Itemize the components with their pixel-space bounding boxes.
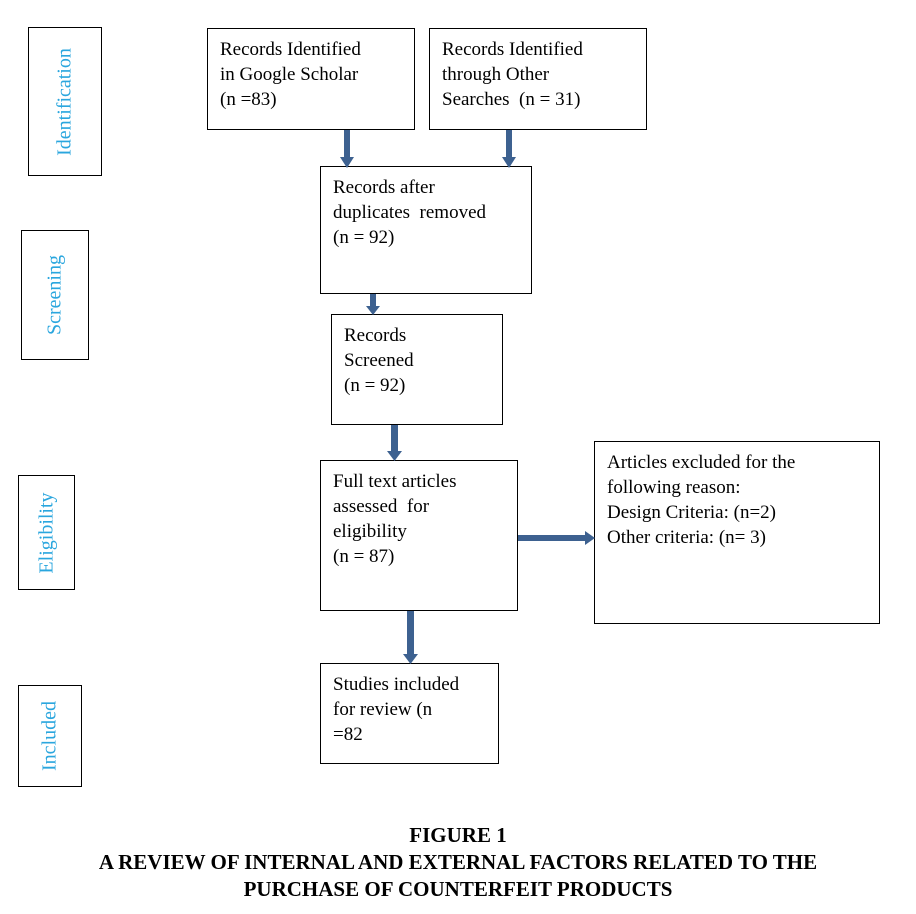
stage-label-included: Included xyxy=(38,701,61,771)
arrow-scholar-to-duplicates xyxy=(344,130,350,158)
arrow-duplicates-to-screened xyxy=(370,294,376,307)
stage-label-identification: Identification xyxy=(53,47,76,156)
box-records-screened: Records Screened (n = 92) xyxy=(331,314,503,425)
box-other-searches: Records Identified through Other Searche… xyxy=(429,28,647,130)
box-articles-excluded: Articles excluded for the following reas… xyxy=(594,441,880,624)
arrow-fulltext-to-included xyxy=(407,611,414,655)
stage-included: Included xyxy=(18,685,82,787)
box-google-scholar: Records Identified in Google Scholar (n … xyxy=(207,28,415,130)
stage-label-screening: Screening xyxy=(43,255,66,335)
stage-label-eligibility: Eligibility xyxy=(35,491,57,574)
stage-screening: Screening xyxy=(21,230,89,360)
arrow-other-to-duplicates xyxy=(506,130,512,158)
box-duplicates-removed: Records after duplicates removed (n = 92… xyxy=(320,166,532,294)
stage-identification: Identification xyxy=(28,27,102,176)
figure-title-line-1: A REVIEW OF INTERNAL AND EXTERNAL FACTOR… xyxy=(98,850,818,874)
figure-number: FIGURE 1 xyxy=(409,823,507,847)
stage-eligibility: Eligibility xyxy=(18,475,75,590)
arrow-fulltext-to-excluded xyxy=(518,535,586,541)
figure-title-line-2: PURCHASE OF COUNTERFEIT PRODUCTS xyxy=(243,877,673,901)
box-studies-included: Studies included for review (n =82 xyxy=(320,663,499,764)
box-full-text: Full text articles assessed for eligibil… xyxy=(320,460,518,611)
arrow-screened-to-fulltext xyxy=(391,425,398,452)
